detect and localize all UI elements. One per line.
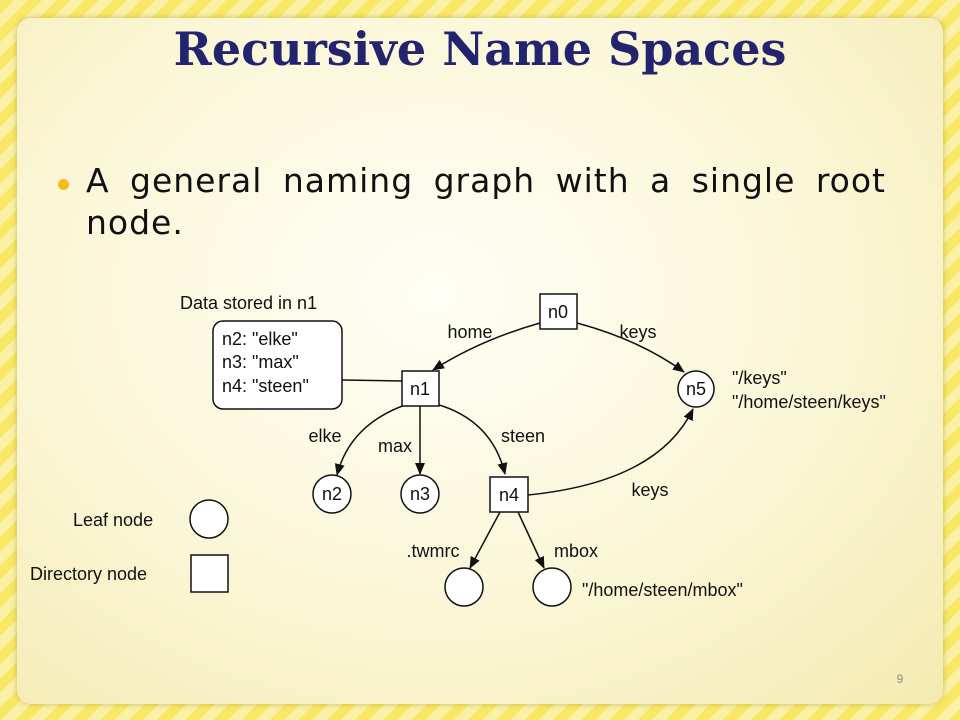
data-box-line: n2: "elke" bbox=[222, 329, 298, 349]
edge-label-home: home bbox=[447, 322, 492, 342]
slide-title: Recursive Name Spaces bbox=[173, 22, 787, 76]
edge-label-elke: elke bbox=[308, 426, 341, 446]
data-box-caption: Data stored in n1 bbox=[180, 293, 317, 313]
edge-label-steen: steen bbox=[501, 426, 545, 446]
data-box-line: n4: "steen" bbox=[222, 376, 309, 396]
node-n2-label: n2 bbox=[322, 484, 342, 504]
bullet-text: A general naming graph with a single roo… bbox=[86, 161, 886, 242]
n5-name-home-steen-keys: "/home/steen/keys" bbox=[732, 392, 886, 412]
node-mbox-leaf bbox=[532, 567, 572, 607]
legend-directory-icon bbox=[190, 554, 229, 593]
edge-keys-top bbox=[576, 322, 685, 373]
edge-label-keys-n4: keys bbox=[631, 480, 668, 500]
node-twmrc-leaf bbox=[444, 567, 484, 607]
legend-leaf-label: Leaf node bbox=[73, 510, 153, 530]
node-n4 bbox=[489, 476, 529, 513]
n5-name-keys: "/keys" bbox=[732, 368, 787, 388]
node-n5 bbox=[677, 370, 715, 408]
node-n3-label: n3 bbox=[410, 484, 430, 504]
node-n5-label: n5 bbox=[686, 379, 706, 399]
page-number: 9 bbox=[896, 672, 904, 686]
legend-leaf-icon bbox=[189, 499, 229, 539]
edge-label-twmrc: .twmrc bbox=[407, 541, 460, 561]
node-n3 bbox=[400, 474, 440, 514]
legend-directory-label: Directory node bbox=[30, 564, 147, 584]
edge-steen bbox=[435, 403, 508, 475]
bullet-dot-icon bbox=[58, 179, 69, 190]
node-n4-label: n4 bbox=[499, 485, 519, 505]
node-n1 bbox=[401, 370, 440, 407]
mbox-name: "/home/steen/mbox" bbox=[582, 580, 743, 600]
node-n0-label: n0 bbox=[548, 302, 568, 322]
edge-label-keys-top: keys bbox=[619, 322, 656, 342]
edge-home bbox=[432, 322, 541, 371]
data-box-line: n3: "max" bbox=[222, 352, 299, 372]
node-n1-label: n1 bbox=[410, 379, 430, 399]
edge-twmrc bbox=[469, 511, 501, 569]
edge-label-mbox: mbox bbox=[554, 541, 598, 561]
data-box bbox=[212, 320, 343, 410]
edge-elke bbox=[334, 404, 406, 476]
data-connector-line bbox=[341, 379, 403, 382]
edge-label-max: max bbox=[378, 436, 412, 456]
edge-mbox bbox=[517, 511, 545, 569]
node-n0 bbox=[539, 293, 578, 330]
edge-keys-n4 bbox=[527, 408, 694, 496]
node-n2 bbox=[312, 474, 352, 514]
